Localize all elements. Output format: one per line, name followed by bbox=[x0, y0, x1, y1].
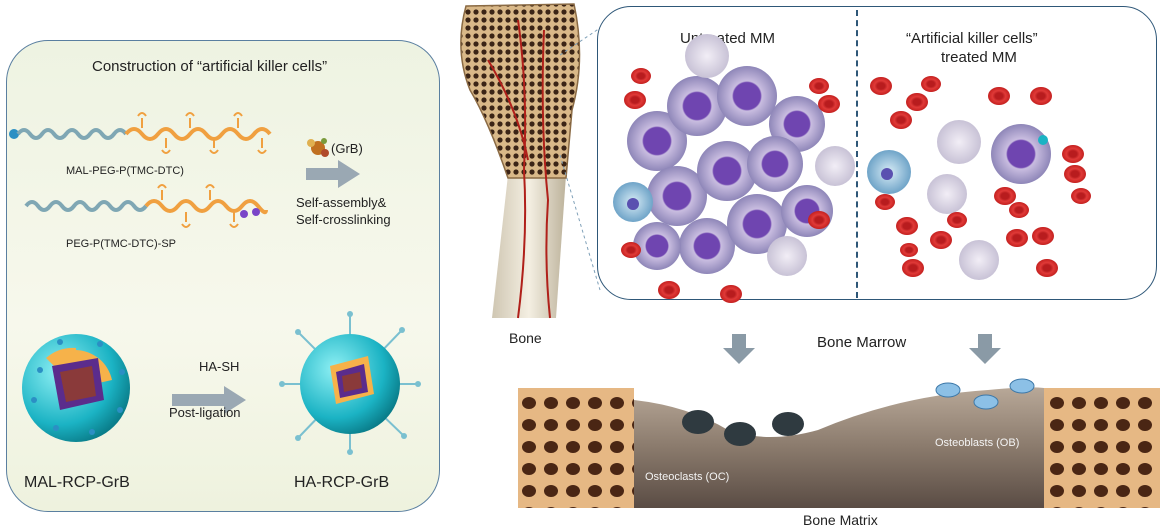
mal-rcp-grb-particle-icon bbox=[22, 334, 130, 442]
assembly-label-line1: Self-assembly& bbox=[296, 195, 387, 210]
treated-title-line1: “Artificial killer cells” bbox=[906, 30, 1038, 47]
ha-rcp-grb-label: HA-RCP-GrB bbox=[294, 474, 390, 491]
normal-cells-untreated bbox=[613, 34, 855, 276]
myeloma-cells-cluster bbox=[627, 66, 833, 274]
polymer2-label: PEG-P(TMC-DTC)-SP bbox=[66, 238, 176, 250]
maleimide-endgroup-icon bbox=[9, 129, 19, 139]
osteoblast-cells-icon bbox=[935, 378, 1035, 410]
red-blood-cells-treated bbox=[870, 76, 1091, 277]
red-blood-cells-untreated bbox=[621, 68, 840, 303]
treated-title-line2: treated MM bbox=[941, 49, 1017, 66]
bone-matrix-graphic bbox=[518, 378, 1160, 508]
polymer1-label: MAL-PEG-P(TMC-DTC) bbox=[66, 165, 184, 177]
spermine-endgroup-icon bbox=[240, 210, 248, 218]
construction-title: Construction of “artificial killer cells… bbox=[92, 58, 328, 75]
osteoclasts-label: Osteoclasts (OC) bbox=[645, 471, 730, 483]
ligation-arrow-icon bbox=[172, 386, 246, 414]
granzyme-b-icon bbox=[307, 138, 329, 157]
bone-label: Bone bbox=[509, 330, 542, 346]
assembly-arrow-icon bbox=[306, 160, 360, 188]
polymer-chains-graphic bbox=[9, 112, 360, 228]
mal-rcp-grb-label: MAL-RCP-GrB bbox=[24, 474, 130, 491]
bone-graphic bbox=[460, 3, 581, 319]
ha-sh-label: HA-SH bbox=[199, 359, 240, 374]
post-ligation-label: Post-ligation bbox=[169, 405, 241, 420]
osteoblasts-label: Osteoblasts (OB) bbox=[935, 437, 1020, 449]
bone-matrix-label: Bone Matrix bbox=[803, 512, 878, 528]
treated-myeloma-cell bbox=[991, 124, 1051, 184]
assembly-label-line2: Self-crosslinking bbox=[296, 212, 391, 227]
treatment-divider bbox=[856, 10, 858, 298]
ha-rcp-grb-particle-icon bbox=[279, 311, 421, 455]
normal-cells-treated bbox=[867, 120, 999, 280]
bone-marrow-label: Bone Marrow bbox=[817, 334, 907, 351]
nanoparticles-graphic bbox=[22, 311, 421, 455]
osteoclast-cells-icon bbox=[682, 410, 804, 446]
grb-label: (GrB) bbox=[331, 141, 363, 156]
marrow-cells-graphic bbox=[613, 34, 1091, 303]
down-arrow-left-icon bbox=[723, 334, 755, 364]
zoom-lines bbox=[559, 27, 601, 291]
down-arrow-right-icon bbox=[969, 334, 1001, 364]
